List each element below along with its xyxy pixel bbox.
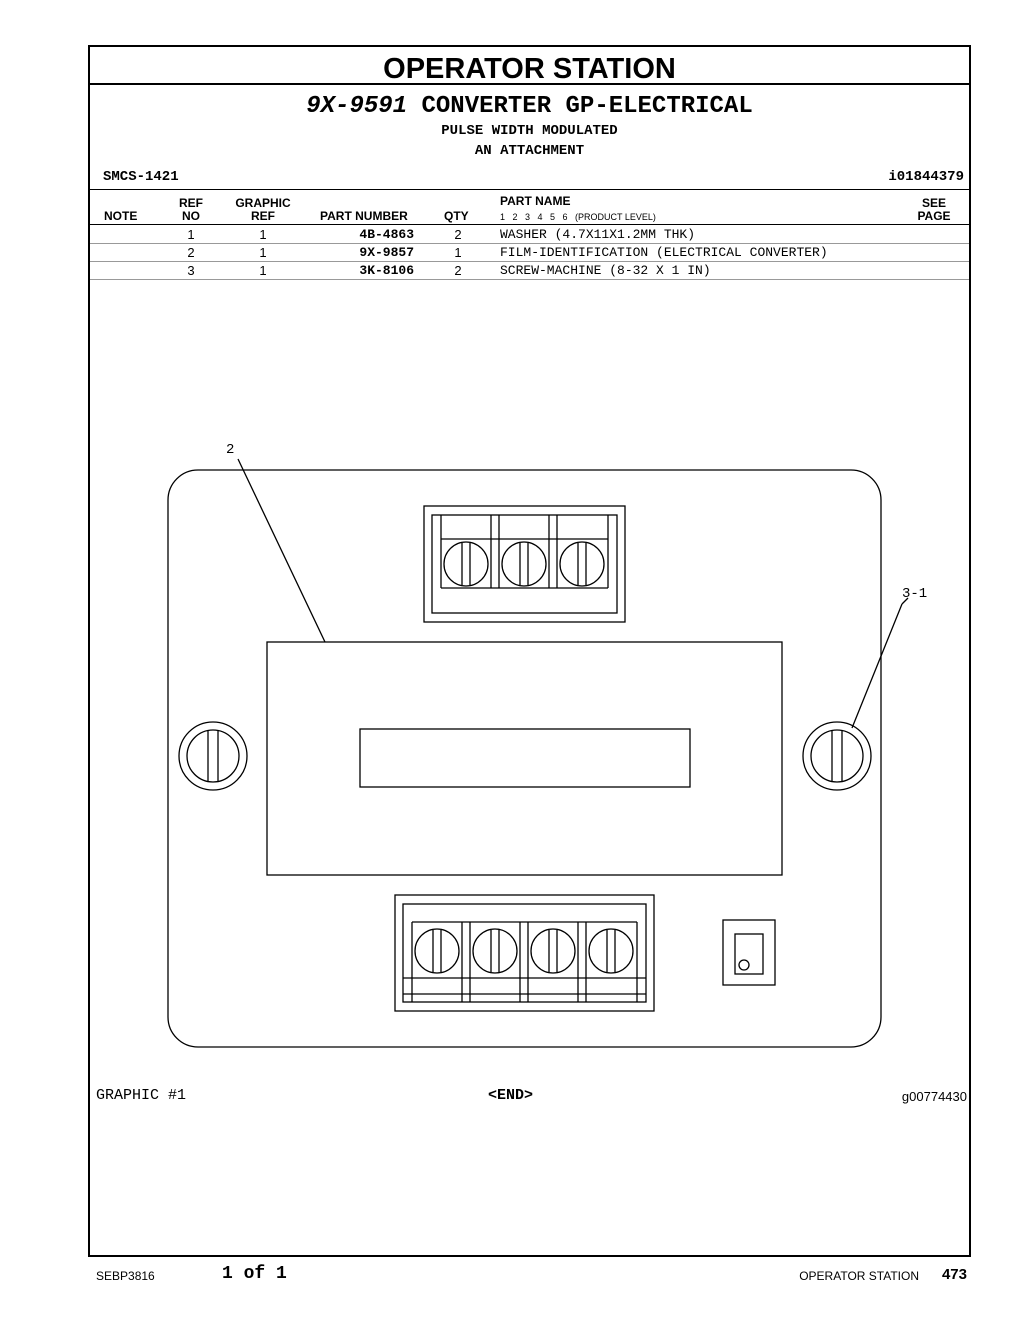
terminal-screw <box>588 928 634 974</box>
row-ref: 2 <box>187 245 195 260</box>
terminal-block-bottom <box>394 894 655 1012</box>
terminal-screw <box>414 928 460 974</box>
graphic-label: GRAPHIC #1 <box>96 1087 187 1104</box>
row-part-name: WASHER (4.7X11X1.2MM THK) <box>500 227 696 242</box>
terminal-screw <box>472 928 518 974</box>
group-name: CONVERTER GP-ELECTRICAL <box>421 93 753 120</box>
col-graphic-ref: GRAPHIC REF <box>230 197 296 223</box>
callout-film: 2 <box>226 442 235 458</box>
graphic-id: g00774430 <box>901 1089 967 1104</box>
terminal-screw <box>530 928 576 974</box>
leader-line-screw <box>851 603 903 729</box>
identification-film <box>266 641 783 876</box>
terminal-screw <box>559 541 605 587</box>
col-see-top: SEE <box>921 196 946 210</box>
header-rule <box>90 189 969 190</box>
footer-page-number: 473 <box>941 1266 967 1283</box>
col-see-page: SEE PAGE <box>914 197 954 223</box>
col-part-number: PART NUMBER <box>320 209 408 223</box>
footer-page-of: 1 of 1 <box>222 1264 287 1284</box>
row-ref: 1 <box>187 227 195 242</box>
terminal-screw <box>501 541 547 587</box>
info-id: i01844379 <box>888 169 964 185</box>
row-part-number: 4B-4863 <box>359 227 414 242</box>
row-qty: 2 <box>454 227 462 242</box>
row-part-name: FILM-IDENTIFICATION (ELECTRICAL CONVERTE… <box>500 245 828 260</box>
col-part-name: PART NAME <box>500 194 571 208</box>
page-frame: OPERATOR STATION 9X-9591 CONVERTER GP-EL… <box>88 45 971 1257</box>
row-rule <box>90 261 969 262</box>
row-qty: 1 <box>454 245 462 260</box>
smcs-code: SMCS-1421 <box>103 169 179 185</box>
group-title: 9X-9591 CONVERTER GP-ELECTRICAL <box>90 93 969 120</box>
indicator-led <box>722 919 776 986</box>
callout-screw: 3-1 <box>902 586 928 602</box>
film-window <box>359 728 691 788</box>
terminal-screw <box>443 541 489 587</box>
col-ref-bottom: NO <box>182 209 200 223</box>
mounting-plate <box>167 469 882 1048</box>
group-part-number: 9X-9591 <box>306 93 408 120</box>
row-graphic-ref: 1 <box>259 263 267 278</box>
section-title: OPERATOR STATION <box>90 47 969 85</box>
col-see-bottom: PAGE <box>917 209 951 223</box>
col-ref-top: REF <box>179 196 203 210</box>
row-part-number: 3K-8106 <box>359 263 414 278</box>
terminal-block-top <box>423 505 626 623</box>
end-label: <END> <box>488 1087 534 1104</box>
mounting-screw-left <box>178 721 248 791</box>
row-qty: 2 <box>454 263 462 278</box>
row-part-name: SCREW-MACHINE (8-32 X 1 IN) <box>500 263 711 278</box>
leader-line-screw-tick <box>901 597 909 605</box>
footer-doc-number: SEBP3816 <box>96 1269 155 1283</box>
row-rule <box>90 243 969 244</box>
row-ref: 3 <box>187 263 195 278</box>
col-graphic-bottom: REF <box>251 209 275 223</box>
footer-section: OPERATOR STATION <box>799 1269 919 1283</box>
row-graphic-ref: 1 <box>259 227 267 242</box>
col-graphic-top: GRAPHIC <box>235 196 291 210</box>
col-note: NOTE <box>104 209 138 223</box>
mounting-screw-right <box>802 721 872 791</box>
group-subtitle-1: PULSE WIDTH MODULATED <box>441 123 618 139</box>
col-qty: QTY <box>444 209 469 223</box>
group-subtitle-2: AN ATTACHMENT <box>474 143 585 159</box>
col-ref: REF NO <box>176 197 206 223</box>
table-header-rule <box>90 224 969 225</box>
leader-line-film <box>237 458 326 643</box>
row-rule <box>90 279 969 280</box>
row-graphic-ref: 1 <box>259 245 267 260</box>
row-part-number: 9X-9857 <box>359 245 414 260</box>
product-levels: 1 2 3 4 5 6 (PRODUCT LEVEL) <box>500 212 656 222</box>
